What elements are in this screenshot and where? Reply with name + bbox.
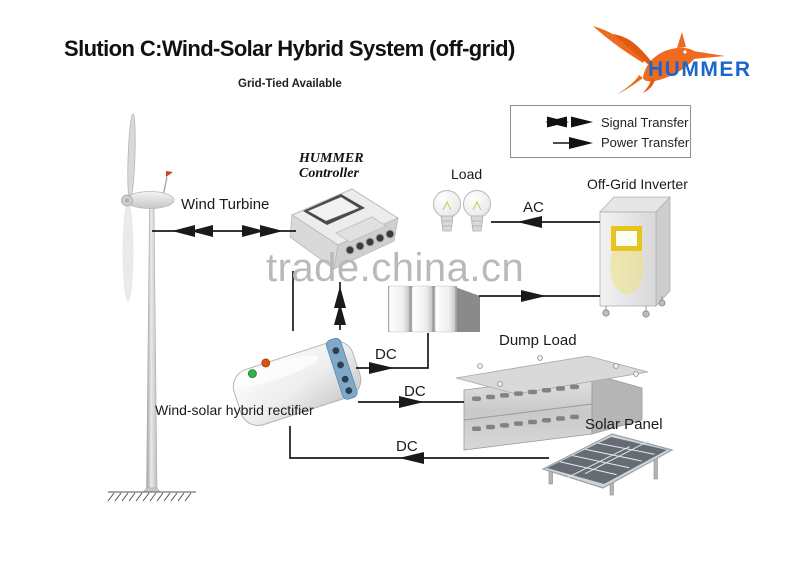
dump-load-graphic	[455, 355, 649, 451]
brand-name: HUMMER	[648, 58, 752, 81]
load-label: Load	[451, 166, 483, 182]
wind-turbine-graphic	[107, 113, 196, 502]
legend-item-label: Signal Transfer	[601, 114, 689, 130]
dc-line-solar-rectifier	[289, 426, 549, 459]
ac-label: AC	[523, 199, 544, 216]
legend-item-signal: Signal Transfer	[539, 112, 690, 132]
controller-label-line2: Controller	[299, 166, 359, 181]
page-title: Slution C:Wind-Solar Hybrid System (off-…	[64, 36, 515, 61]
solar-panel-graphic	[541, 433, 674, 496]
rectifier-label: Wind-solar hybrid rectifier	[155, 402, 314, 418]
double-arrow-icon	[545, 116, 593, 128]
legend-box: Signal Transfer Power Transfer	[510, 105, 691, 158]
brand-logo: HUMMER	[585, 22, 790, 95]
inverter-graphic	[599, 195, 671, 318]
legend-item-label: Power Transfer	[601, 134, 690, 150]
dc-label-solar: DC	[396, 438, 418, 455]
rectifier-graphic	[232, 337, 362, 426]
dump-load-label: Dump Load	[499, 332, 577, 349]
controller-label-line1: HUMMER	[299, 151, 364, 166]
solar-panel-label: Solar Panel	[585, 416, 663, 433]
single-arrow-icon	[553, 137, 593, 149]
page-subtitle: Grid-Tied Available	[238, 78, 342, 90]
battery-bank-graphic	[388, 285, 480, 333]
load-bulbs-graphic	[433, 190, 491, 232]
arrowheads	[172, 216, 546, 464]
inverter-label: Off-Grid Inverter	[587, 176, 688, 192]
wind-turbine-label: Wind Turbine	[181, 196, 270, 213]
dc-label-dumpload: DC	[404, 383, 426, 400]
dc-label-battery: DC	[375, 346, 397, 363]
hummingbird-logo-icon	[593, 26, 725, 95]
controller-graphic	[289, 188, 400, 270]
legend-item-power: Power Transfer	[539, 132, 690, 152]
controller-label: HUMMER Controller	[299, 151, 364, 181]
